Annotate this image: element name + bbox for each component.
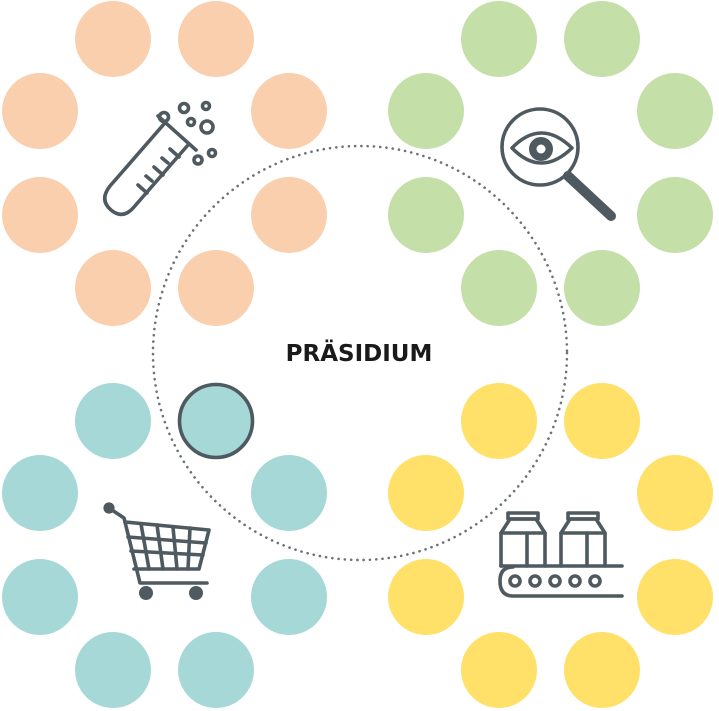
shopping-cart-icon [103, 502, 211, 600]
member-dot [564, 632, 640, 708]
member-dot [461, 632, 537, 708]
member-dot [564, 383, 640, 459]
member-dot [178, 632, 254, 708]
member-dot [251, 559, 327, 635]
presidium-ring [151, 144, 569, 562]
member-dot [251, 455, 327, 531]
test-tube-icon [102, 100, 218, 217]
member-dot [564, 1, 640, 77]
member-dot [251, 73, 327, 149]
cluster-bottom-left [2, 382, 327, 708]
member-dot [75, 250, 151, 326]
member-dot [388, 73, 464, 149]
member-dot [637, 73, 713, 149]
member-dot [2, 455, 78, 531]
member-dot [637, 455, 713, 531]
member-dot [637, 177, 713, 253]
cluster-top-right [388, 1, 713, 326]
member-dot [461, 1, 537, 77]
center-label: PRÄSIDIUM [286, 339, 433, 367]
cluster-bottom-right [388, 383, 713, 708]
member-dot [178, 1, 254, 77]
member-dot [75, 383, 151, 459]
member-dot [2, 177, 78, 253]
member-dot [2, 559, 78, 635]
member-dot [461, 383, 537, 459]
member-dot [2, 73, 78, 149]
member-dot [75, 632, 151, 708]
member-dot [388, 559, 464, 635]
magnifier-eye-icon [500, 107, 616, 221]
cluster-top-left [2, 1, 327, 326]
member-dot [461, 250, 537, 326]
member-dot [388, 455, 464, 531]
member-dot [178, 250, 254, 326]
member-dot [251, 177, 327, 253]
highlighted-member-dot [177, 382, 255, 460]
member-dot [637, 559, 713, 635]
member-dot [564, 250, 640, 326]
member-dot [388, 177, 464, 253]
conveyor-milk-cartons-icon [498, 511, 624, 598]
member-dot [75, 1, 151, 77]
